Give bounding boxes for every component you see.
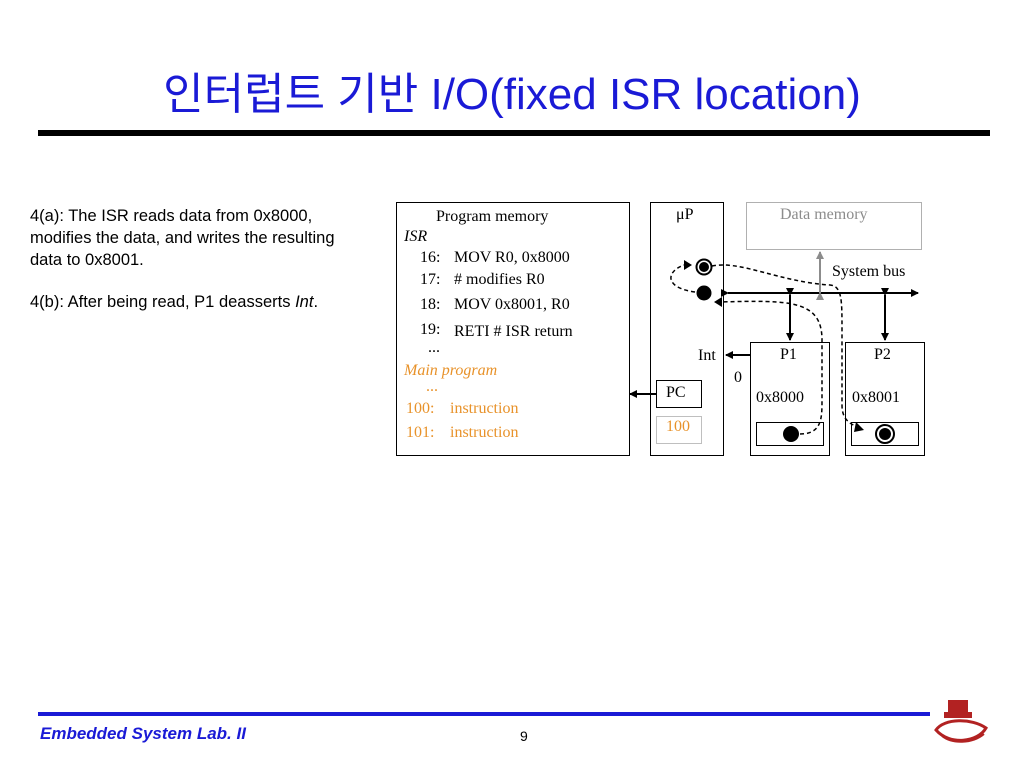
isr-line-text: MOV 0x8001, R0 bbox=[454, 296, 570, 313]
peripheral-p1-address: 0x8000 bbox=[756, 389, 804, 406]
peripheral-p2-address: 0x8001 bbox=[852, 389, 900, 406]
p1-data-dot bbox=[783, 426, 799, 442]
main-program-label: Main program bbox=[404, 362, 498, 379]
cpu-register-dot-top bbox=[695, 258, 713, 276]
isr-line-num: 17: bbox=[420, 271, 441, 288]
isr-line-text: RETI # ISR return bbox=[454, 323, 573, 340]
main-line-text: instruction bbox=[450, 400, 519, 417]
logo-icon bbox=[934, 700, 988, 743]
isr-line-text: # modifies R0 bbox=[454, 271, 545, 288]
description-text: 4(a): The ISR reads data from 0x8000, mo… bbox=[30, 205, 360, 333]
cpu-modify-loop bbox=[670, 264, 696, 293]
cpu-register-dot-bottom bbox=[696, 285, 712, 301]
slide-title: 인터럽트 기반 I/O(fixed ISR location) bbox=[163, 70, 861, 119]
isr-line-num: 16: bbox=[420, 249, 441, 266]
p2-data-dot bbox=[875, 424, 895, 444]
pc-register-label: PC bbox=[666, 384, 686, 401]
peripheral-p1-name: P1 bbox=[780, 346, 797, 363]
microprocessor-title: μP bbox=[676, 206, 694, 223]
footer-label: Embedded System Lab. II bbox=[40, 724, 246, 743]
int-label: Int bbox=[698, 347, 716, 364]
peripheral-p2-name: P2 bbox=[874, 346, 891, 363]
p1-read-path-head bbox=[714, 297, 722, 307]
isr-line-num: 19: bbox=[420, 321, 441, 338]
pc-value-box bbox=[656, 416, 702, 444]
program-memory-box bbox=[396, 202, 630, 456]
main-ellipsis: ... bbox=[426, 378, 438, 395]
isr-label: ISR bbox=[404, 228, 428, 245]
main-line-num: 100: bbox=[406, 400, 435, 417]
isr-ellipsis: ... bbox=[428, 339, 440, 356]
pc-register-value: 100 bbox=[666, 418, 690, 435]
description-step-4a: 4(a): The ISR reads data from 0x8000, mo… bbox=[30, 207, 335, 269]
data-memory-title: Data memory bbox=[780, 206, 868, 223]
description-step-4b: 4(b): After being read, P1 deasserts Int… bbox=[30, 293, 319, 311]
p2-write-path bbox=[711, 264, 861, 429]
pc-register-box bbox=[656, 380, 702, 408]
program-memory-title: Program memory bbox=[436, 208, 549, 225]
main-line-text: instruction bbox=[450, 424, 519, 441]
data-memory-box bbox=[746, 202, 922, 250]
footer-divider bbox=[38, 712, 930, 716]
cpu-modify-loop-head bbox=[684, 260, 692, 270]
title-divider bbox=[38, 130, 990, 136]
peripheral-p1-register bbox=[756, 422, 824, 446]
p2-write-path-head bbox=[854, 422, 864, 432]
page-number: 9 bbox=[520, 728, 528, 744]
system-bus-label: System bus bbox=[832, 263, 906, 280]
int-value: 0 bbox=[734, 369, 742, 386]
isr-line-num: 18: bbox=[420, 296, 441, 313]
isr-line-text: MOV R0, 0x8000 bbox=[454, 249, 570, 266]
main-line-num: 101: bbox=[406, 424, 435, 441]
p1-read-path bbox=[719, 300, 823, 435]
microprocessor-box bbox=[650, 202, 724, 456]
